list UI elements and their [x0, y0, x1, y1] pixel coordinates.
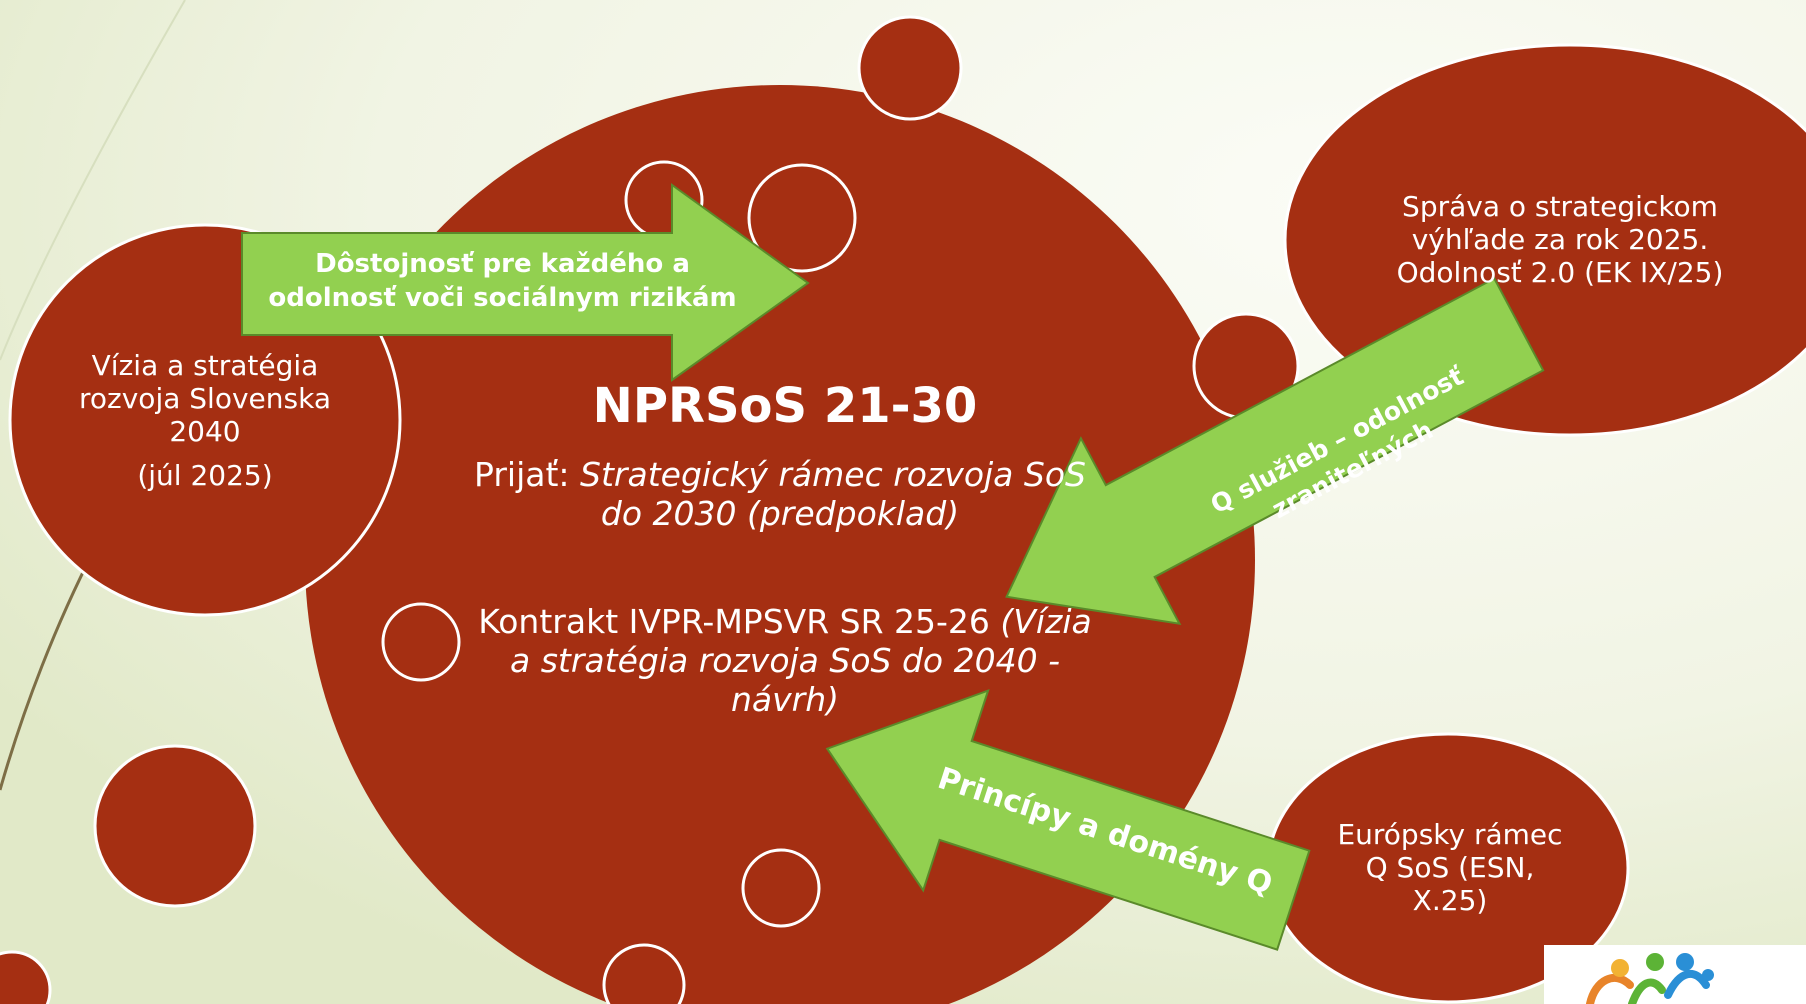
organization-logo: [1544, 945, 1806, 1004]
central-adopted-text: Prijať: Strategický rámec rozvoja SoS do…: [455, 455, 1105, 534]
left-circle-text: Vízia a stratégia rozvoja Slovenska 2040: [79, 349, 331, 449]
contract-note: (Vízia a stratégia rozvoja SoS do 2040 -…: [510, 602, 1092, 719]
bottom-right-circle-text: Európsky rámec Q SoS (ESN, X.25): [1337, 818, 1563, 918]
contract-name: Kontrakt IVPR-MPSVR SR 25-26: [478, 602, 990, 641]
arrow-bottom: [825, 688, 1311, 951]
decorative-curve-line: [0, 0, 186, 361]
left-circle-date: (júl 2025): [137, 459, 273, 492]
decorative-ring: [747, 163, 857, 273]
adopted-prefix: Prijať:: [474, 455, 570, 494]
decorative-circle: [0, 950, 52, 1004]
decorative-circle: [857, 15, 963, 121]
decorative-ring: [381, 602, 461, 682]
decorative-circle: [602, 943, 686, 1004]
arrow-top-label: Dôstojnosť pre každého a odolnosť voči s…: [268, 249, 737, 313]
arrow-right: [1005, 277, 1545, 626]
decorative-ring: [741, 848, 821, 928]
decorative-circle: [93, 744, 257, 908]
top-right-circle-text: Správa o strategickom výhľade za rok 202…: [1396, 190, 1724, 290]
central-contract-text: Kontrakt IVPR-MPSVR SR 25-26 (Vízia a st…: [465, 602, 1105, 720]
adopted-framework: Strategický rámec rozvoja SoS do 2030 (p…: [580, 455, 1086, 533]
central-title: NPRSoS 21-30: [592, 378, 978, 434]
arrow-top: [241, 183, 810, 382]
